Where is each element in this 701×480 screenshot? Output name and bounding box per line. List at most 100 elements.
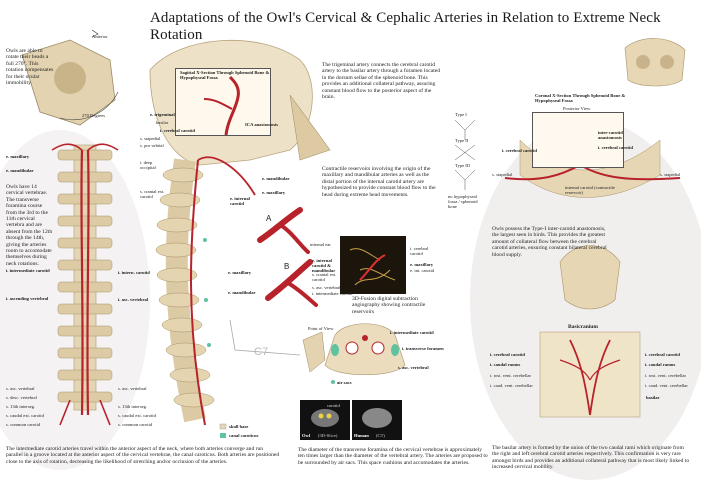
sagittal-trigeminal: e. trigeminal — [150, 112, 175, 117]
neck-caption: Owls have 14 cervical vertebrae. The tra… — [6, 184, 53, 267]
dsa-int-carotid: e. int. carotid — [410, 268, 435, 273]
coronal-inset — [532, 112, 624, 168]
dsa-cranial: s. cranial ext. carotid — [312, 272, 337, 282]
ct-owl-label: Owl — [302, 433, 311, 438]
dsa-internal-mandibular: e. internal carotid & mandibular — [312, 258, 336, 273]
basi-rost: i. rost. vent. cerebellar — [490, 373, 532, 378]
left-label-maxillary: e. maxillary — [6, 154, 30, 159]
basi-caud-r: i. caud. vent. cerebellar — [645, 383, 688, 388]
vertebra-transverse: i. transverse foramen — [402, 346, 444, 351]
coronal-view: Posterior View — [563, 106, 591, 111]
types-note: no hypophyseal fossa / sphenoid bone — [448, 194, 478, 209]
left-label-ascending-vertebral: i. ascending vertebral — [6, 296, 49, 301]
dsa-inter: i. intermediate carotid — [312, 291, 353, 296]
sagittal-heading: Sagittal X-Section Through Sphenoid Bone… — [180, 70, 270, 80]
basi-cerebral: i. cerebral carotid — [490, 352, 525, 357]
dsa-internal-ear: internal ear — [310, 242, 331, 247]
left-label-common: s. common carotid — [6, 422, 41, 427]
trigeminal-caption: The trigeminal artery connects the cereb… — [322, 62, 441, 101]
frontal-skull-drawing — [624, 38, 686, 87]
coronal-heading: Coronal X-Section Through Sphenoid Bone … — [535, 93, 626, 103]
basi-heading: Basicranium — [568, 324, 598, 330]
coronal-internal: internal carotid (contractile reservoir) — [565, 185, 615, 195]
side-label-asc-vert2: s. asc. vertebral — [118, 386, 147, 391]
legend-canal-caroticus: canal caroticus — [229, 433, 259, 438]
ab-label-mandibular: e. mandibular — [228, 290, 256, 295]
pov-skull-icon — [302, 331, 326, 373]
coronal-inter-anast: inter-carotid anastomosis — [598, 130, 623, 140]
type-1-label: Type I — [455, 112, 467, 117]
coronal-caption: Owls possess the Type-I inter-carotid an… — [492, 226, 607, 258]
side-label-deep-occipital: i. deep occipital — [140, 160, 156, 170]
side-label-internal: e. internal carotid — [230, 196, 250, 206]
left-bottom-caption: The intermediate carotid arteries travel… — [6, 446, 280, 465]
occipital-skull-drawing — [559, 245, 621, 310]
basi-caud: i. caud. vent. cerebellar — [490, 383, 533, 388]
left-label-mandibular: e. mandibular — [6, 168, 34, 173]
vertebra-c7-label: C7 — [254, 346, 269, 358]
ct-owl-sub: (3D-Slice) — [318, 433, 338, 438]
left-label-caudal-ext: s. caudal ext. carotid — [6, 413, 44, 418]
rotated-skull-icon — [21, 29, 119, 126]
coronal-stapedial-r: s. stapedial — [660, 172, 681, 177]
front-spine-drawing — [51, 143, 119, 426]
vertebra-vertebral: s. asc. vertebral — [398, 365, 429, 370]
sagittal-basilar: basilar — [156, 120, 169, 125]
dsa-cerebral: i. cerebral carotid — [410, 246, 429, 256]
side-label-asc-vertebral: i. asc. vertebral — [118, 297, 149, 302]
vertebra-intermediate: i. intermediate carotid — [390, 330, 434, 335]
left-label-asc-vert: s. asc. vertebral — [6, 386, 35, 391]
basi-rost-r: i. rost. vent. cerebellar — [645, 373, 687, 378]
basi-caudal-r: i. caudal ramus — [645, 362, 676, 367]
vertebra-air: air sacs — [337, 380, 352, 385]
coronal-stapedial: s. stapedial — [492, 172, 513, 177]
reservoir-letter-a: A — [266, 214, 272, 223]
sagittal-cerebral: i. cerebral carotid — [160, 128, 195, 133]
skull-degrees-label: 270 Degrees — [82, 113, 106, 118]
sagittal-ica: ICA anastomosis — [245, 122, 279, 127]
skull-anterior-label: Anterior — [92, 34, 108, 39]
contractile-caption: Contractile reservoirs involving the ori… — [322, 166, 436, 198]
reservoir-letter-b: B — [284, 262, 290, 271]
reservoir-a-drawing — [257, 207, 310, 254]
side-label-maxillary: e. maxillary — [262, 190, 286, 195]
sagittal-artery-icon — [203, 75, 240, 136]
type-2-label: Type II — [455, 138, 469, 143]
side-label-stapedial: s. stapedial — [140, 136, 161, 141]
sagittal-inset — [175, 68, 271, 136]
basi-caption: The basilar artery is formed by the unio… — [492, 445, 690, 471]
ct-human-label: Human — [354, 433, 369, 438]
basi-basilar: basilar — [646, 395, 660, 400]
type-3-label: Type III — [455, 163, 470, 168]
anastomosis-types-icon — [454, 119, 476, 190]
ab-label-maxillary: e. maxillary — [228, 270, 252, 275]
left-label-desc-vert: s. desc. vertebral — [6, 395, 37, 400]
reservoir-b-drawing — [265, 259, 318, 307]
left-label-intermediate: i. intermediate carotid — [6, 268, 50, 273]
side-label-mandibular: e. mandibular — [262, 176, 290, 181]
coronal-cerebral-l: i. cerebral carotid — [502, 148, 537, 153]
side-label-common: s. common carotid — [118, 422, 153, 427]
side-spine-drawing — [155, 156, 256, 426]
coronal-cerebral: i. cerebral carotid — [598, 145, 633, 150]
basi-cerebral-r: i. cerebral carotid — [645, 352, 680, 357]
basicranium-drawing — [539, 331, 641, 418]
ct-human-sub: (CT) — [376, 433, 385, 438]
page-title: Adaptations of the Owl's Cervical & Ceph… — [150, 10, 661, 43]
canal-caroticus-swatch — [220, 433, 226, 438]
legend-skull-base: skull base — [229, 424, 249, 429]
side-label-intern-carotid: i. intern. carotid — [118, 270, 150, 275]
basi-caudal: i. caudal ramus — [490, 362, 521, 367]
dsa-asc: s. asc. vertebral — [312, 285, 341, 290]
side-label-cranial-ext: s. cranial ext. carotid — [140, 189, 165, 199]
ct-caption: The diameter of the transverse foramina … — [298, 447, 488, 466]
dsa-caption: 3D-Fusion digital subtraction angiograph… — [352, 296, 426, 315]
side-label-caudal: s. caudal ext. carotid — [118, 413, 156, 418]
dsa-maxillary: e. maxillary — [410, 262, 434, 267]
skull-rotation-caption: Owls are able to rotate their heads a fu… — [6, 48, 54, 87]
ct-carotid-label: carotid — [327, 403, 340, 408]
skull-base-swatch — [219, 423, 227, 430]
left-label-interseg: s. 13th interseg. — [6, 404, 36, 409]
air-sacs-swatch — [331, 380, 335, 384]
c7-vertebra-drawing — [324, 323, 406, 376]
